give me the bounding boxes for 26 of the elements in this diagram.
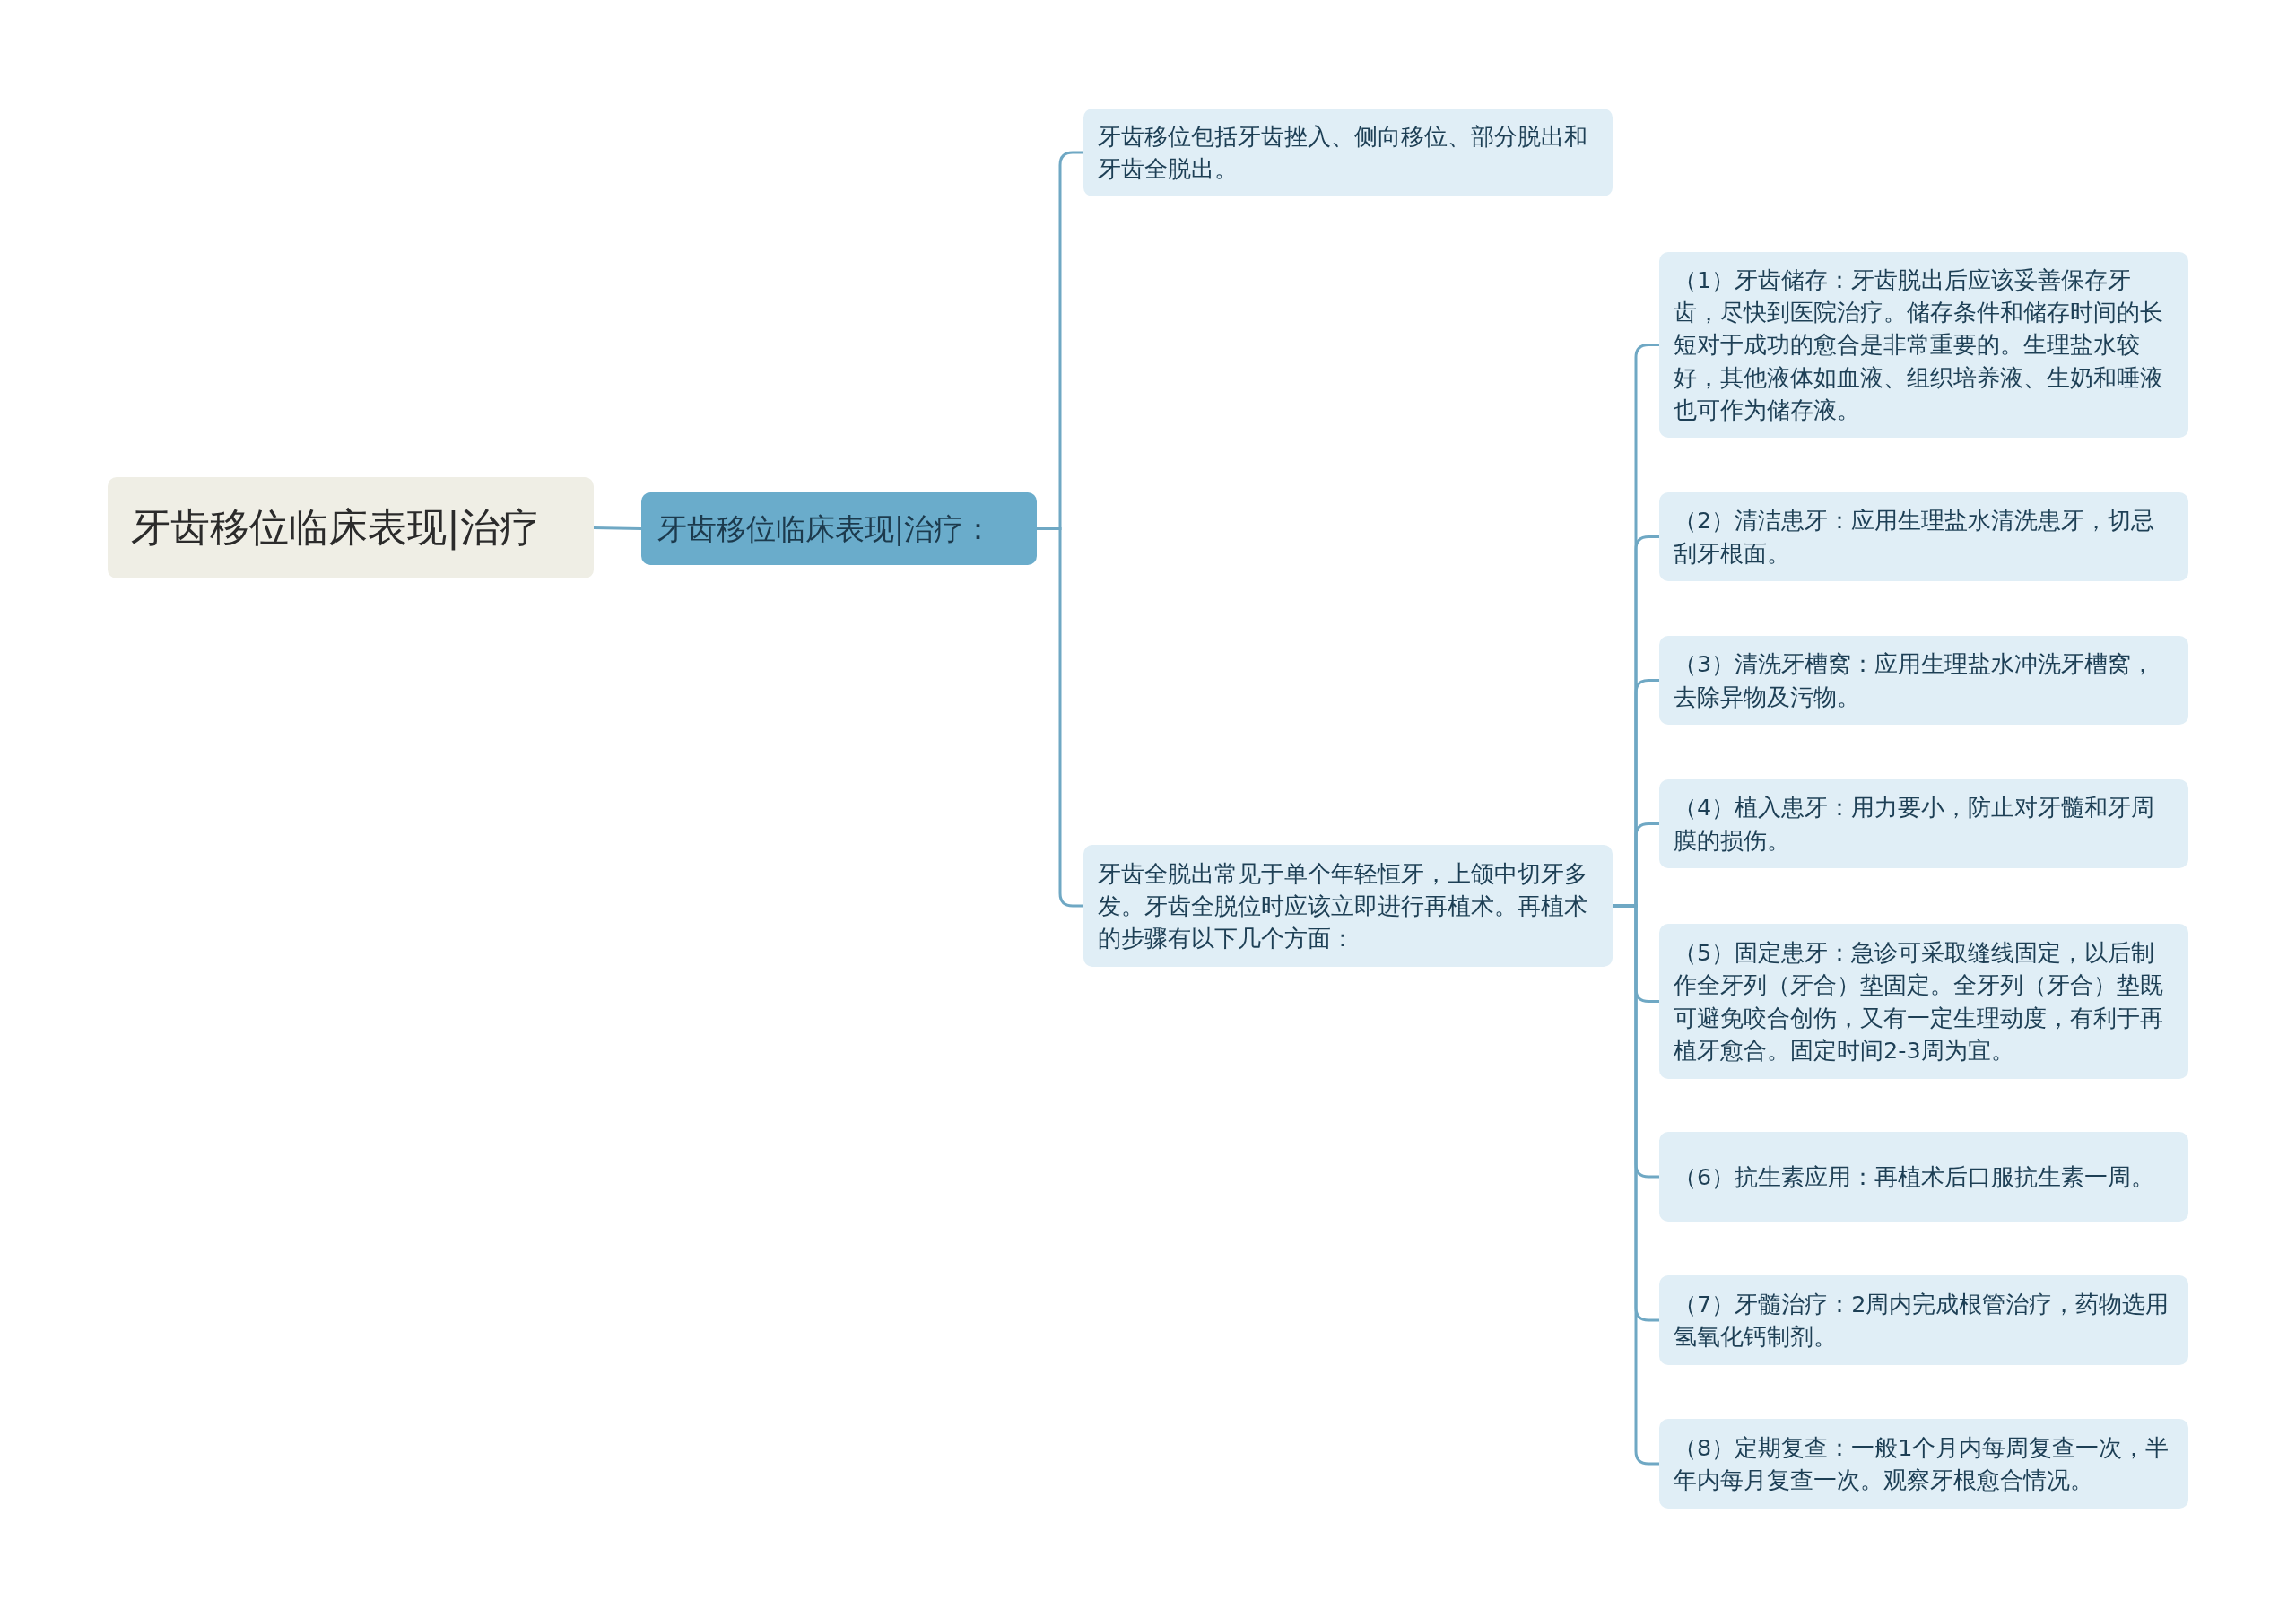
main-topic-box <box>641 492 1037 565</box>
subtopic-box <box>1659 779 2188 868</box>
subtopic-text: （4）植入患牙：用力要小，防止对牙髓和牙周膜的损伤。 <box>1674 793 2156 856</box>
subtopic-box <box>1659 252 2188 438</box>
subtopic-text: （8）定期复查：一般1个月内每周复查一次，半年内每月复查一次。观察牙根愈合情况。 <box>1674 1432 2170 1495</box>
subtopic-text: （5）固定患牙：急诊可采取缝线固定，以后制作全牙列（牙合）垫固定。全牙列（牙合）垫既可避免咬合创伤，又有一定生理动度，有利于再植牙愈合。固定时间2-3周为宜。 <box>1674 938 2164 1066</box>
subtopic-box <box>1659 636 2188 725</box>
subtopic-box <box>1659 1419 2188 1509</box>
subtopic-text: （7）牙髓治疗：2周内完成根管治疗，药物选用氢氧化钙制剂。 <box>1674 1289 2170 1352</box>
subtopic-box <box>1659 924 2188 1079</box>
root-topic-text: 牙齿移位临床表现|治疗 <box>131 504 539 552</box>
subtopic-box <box>1659 492 2188 581</box>
connector-line <box>593 526 642 530</box>
connector-line <box>1037 527 1083 908</box>
subtopic-text: （2）清洁患牙：应用生理盐水清洗患牙，切忌刮牙根面。 <box>1674 506 2156 569</box>
root-topic-box <box>108 477 594 578</box>
subtopic-box <box>1659 1275 2188 1365</box>
subtopic-box <box>1083 845 1613 967</box>
subtopic-box <box>1083 109 1613 196</box>
subtopic-text: （1）牙齿储存：牙齿脱出后应该妥善保存牙齿，尽快到医院治疗。储存条件和储存时间的长短对于成功的愈合是非常重要的。生理盐水较好，其他液体如血液、组织培养液、生奶和唾液也可作为储存液。 <box>1674 265 2164 425</box>
subtopic-text: （3）清洗牙槽窝：应用生理盐水冲洗牙槽窝，去除异物及污物。 <box>1674 649 2156 712</box>
subtopic-box <box>1659 1132 2188 1222</box>
subtopic-text: （6）抗生素应用：再植术后口服抗生素一周。 <box>1674 1161 2155 1192</box>
subtopic-text: 牙齿移位包括牙齿挫入、侧向移位、部分脱出和牙齿全脱出。 <box>1098 121 1588 184</box>
subtopic-text: 牙齿全脱出常见于单个年轻恒牙，上颌中切牙多发。牙齿全脱位时应该立即进行再植术。再植术的步骤有以下几个方面： <box>1098 858 1588 954</box>
main-topic-text: 牙齿移位临床表现|治疗： <box>657 510 994 547</box>
